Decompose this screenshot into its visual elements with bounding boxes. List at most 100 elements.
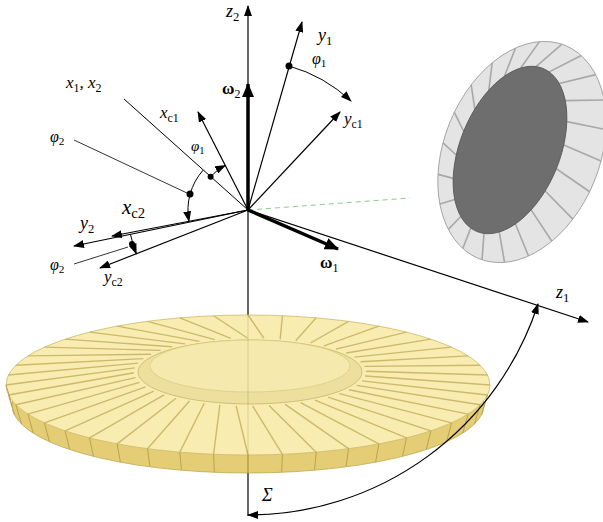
axis-label: z1 (556, 283, 569, 303)
pinion-tooth (567, 122, 603, 130)
gear-tooth (214, 316, 248, 338)
gear-tooth-side (403, 438, 407, 456)
pinion-tooth (531, 210, 552, 241)
shaft-angle-arc (248, 304, 538, 515)
label-part: , (80, 73, 89, 92)
pinion-tooth (536, 44, 562, 66)
label-part: φ (191, 138, 199, 154)
label-part: y (318, 25, 326, 45)
gear-tooth (90, 395, 165, 438)
gear-tooth-side (147, 449, 149, 467)
pinion-tooth (515, 224, 528, 256)
label-part: y (344, 109, 352, 128)
axis-label: ω1 (320, 254, 338, 273)
omega2-vector (246, 84, 250, 210)
label-part: ω (222, 79, 234, 98)
label-part: z (556, 282, 563, 302)
yc1-axis (248, 112, 340, 210)
subscript: c1 (352, 117, 363, 131)
gear-tooth (253, 406, 283, 454)
gear-tooth (90, 332, 186, 344)
label-part: φ (50, 256, 59, 273)
arc-dot (129, 241, 135, 247)
axis-label: y2 (80, 214, 94, 234)
pinion-tooth (448, 216, 460, 229)
gear-tooth (362, 381, 488, 395)
gear-tooth (248, 315, 264, 338)
gear-tooth (28, 354, 151, 356)
pinion-tooth (454, 112, 463, 131)
gear-tooth-side (6, 385, 12, 405)
phi1-arc (289, 66, 351, 101)
axis-label: Σ (262, 486, 273, 506)
gear-tooth-side (117, 444, 120, 462)
pinion-tooth (565, 99, 603, 101)
subscript: 1 (563, 291, 569, 305)
gear-bore-inner (150, 340, 350, 392)
gear-tooth (324, 326, 379, 346)
gear-tooth (16, 359, 144, 366)
pinion-tooth (438, 174, 453, 178)
label-part: Σ (262, 485, 273, 505)
subscript: 1 (326, 34, 332, 48)
gear-tooth (361, 356, 469, 362)
pinion-tooth (463, 228, 471, 248)
pinion-tooth (443, 143, 456, 155)
gear-tooth (236, 406, 248, 455)
gear-tooth-side (376, 444, 379, 462)
axis-label: yc1 (344, 110, 363, 129)
gear-tooth-side (28, 414, 33, 433)
gear-bore (138, 340, 362, 404)
gear-tooth-side (474, 405, 480, 424)
gear-tooth-side (314, 452, 316, 470)
pinion-gear (407, 16, 603, 288)
axis-label: y1 (318, 26, 332, 46)
arc-dot (208, 174, 214, 180)
pinion-tooth (545, 191, 573, 219)
gear-tooth-side (213, 454, 215, 472)
gear-tooth (117, 326, 199, 341)
label-part: z (226, 1, 233, 21)
subscript: c2 (131, 205, 145, 221)
gear-tooth-side (90, 438, 94, 456)
pinion-tooth (471, 85, 475, 109)
gear-tooth-side (180, 452, 182, 470)
subscript: c1 (168, 111, 179, 125)
gear-tooth (364, 365, 480, 366)
pinion-tooth (482, 233, 484, 259)
gear-tooth (285, 404, 348, 448)
leader-line (74, 140, 187, 193)
label-part: ω (320, 253, 332, 272)
subscript: 1 (199, 145, 204, 156)
gear-tooth (214, 405, 220, 454)
axis-label: φ2 (50, 128, 64, 146)
leader-line (74, 247, 128, 264)
axis-label: xc2 (122, 196, 145, 219)
pinion-tooth (564, 145, 601, 161)
gear-tooth-side (44, 423, 49, 442)
gear-tooth (6, 368, 135, 385)
ring-gear (6, 315, 490, 473)
label-part: y (80, 213, 88, 233)
gear-tooth-side (16, 405, 22, 424)
gear-face (6, 315, 490, 455)
y2-axis (74, 210, 248, 246)
pinion-tooth (521, 42, 540, 68)
gear-tooth (147, 321, 214, 339)
arc-dot (187, 191, 194, 198)
label-part: x (122, 195, 131, 219)
xc1-axis (198, 112, 248, 210)
subscript: 2 (59, 263, 65, 275)
dashed-line (248, 198, 410, 210)
subscript: 1 (332, 261, 338, 275)
gear-tooth (280, 316, 282, 339)
gear-tooth (180, 403, 204, 452)
gear-tooth (336, 332, 407, 349)
axis-label: xc1 (160, 104, 179, 123)
pinion-teeth-ring (407, 16, 603, 288)
gear-tooth (315, 400, 407, 438)
axis-label: φ1 (191, 138, 205, 155)
subscript: 1 (321, 57, 327, 69)
subscript: 2 (59, 135, 65, 147)
subscript: 1 (74, 81, 80, 95)
